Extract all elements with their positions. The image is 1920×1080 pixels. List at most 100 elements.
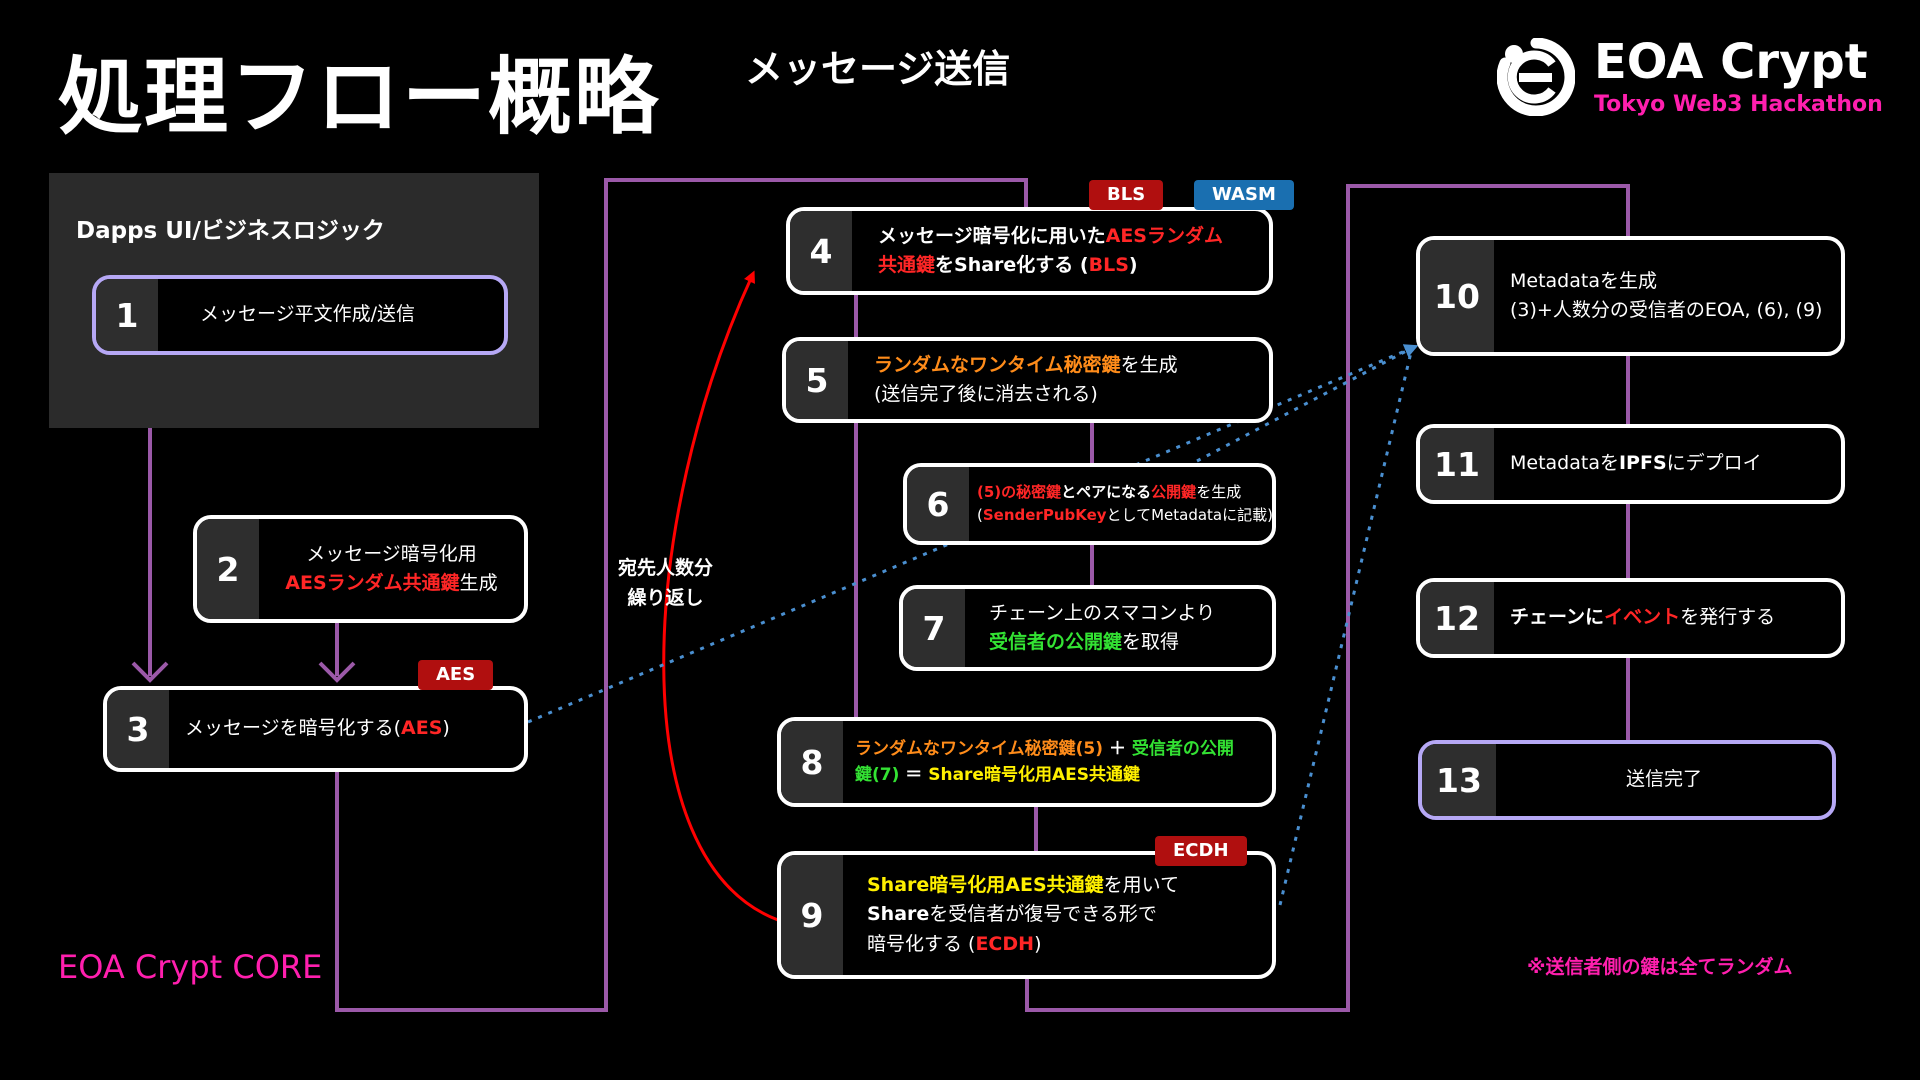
step-number: 12: [1420, 582, 1494, 654]
text-run: を生成: [1196, 482, 1242, 501]
text-run: AES: [401, 717, 443, 740]
text-run: をShare化する (: [935, 254, 1089, 276]
text-run: にデプロイ: [1666, 452, 1762, 475]
step-text: Metadataを生成 (3)+人数分の受信者のEOA, (6), (9): [1494, 240, 1841, 352]
text-run: を生成: [1120, 353, 1178, 376]
text-run: Metadataを生成: [1510, 269, 1657, 292]
step-text-line: Share暗号化用AES共通鍵を用いて: [867, 871, 1256, 900]
step-number: 3: [107, 690, 169, 768]
text-run: ランダムなワンタイム秘密鍵(5): [855, 738, 1104, 759]
text-run: メッセージを暗号化する(: [185, 717, 402, 740]
step-text-line: 鍵(7) ＝ Share暗号化用AES共通鍵: [855, 762, 1256, 788]
step-number: 7: [903, 589, 965, 667]
text-run: Metadataを: [1510, 452, 1619, 475]
loop-arrow: [662, 270, 779, 922]
step-number: 13: [1422, 744, 1496, 816]
text-run: を用いて: [1103, 873, 1180, 896]
step-1: 1 メッセージ平文作成/送信: [92, 275, 508, 355]
step-text-line: Metadataを生成: [1510, 267, 1825, 296]
bls-tag: BLS: [1089, 180, 1164, 210]
text-run: ＝: [899, 765, 929, 785]
step-text-line: Shareを受信者が復号できる形で: [867, 900, 1256, 929]
text-run: BLS: [1088, 254, 1129, 276]
text-run: (: [977, 506, 983, 524]
step-text-line: メッセージ暗号化用: [306, 540, 477, 569]
step-text: メッセージ平文作成/送信: [158, 279, 504, 351]
step-text: ランダムなワンタイム秘密鍵(5) ＋ 受信者の公開鍵(7) ＝ Share暗号化…: [843, 721, 1272, 803]
footnote: ※送信者側の鍵は全てランダム: [1527, 956, 1793, 978]
step-12: 12 チェーンにイベントを発行する: [1416, 578, 1845, 658]
step-10: 10 Metadataを生成 (3)+人数分の受信者のEOA, (6), (9): [1416, 236, 1845, 356]
step-number: 4: [790, 211, 852, 291]
step-text: 送信完了: [1496, 744, 1832, 816]
step-text-line: ランダムなワンタイム秘密鍵を生成: [874, 351, 1253, 380]
step-text-line: (SenderPubKeyとしてMetadataに記載): [977, 504, 1273, 527]
text-run: イベント: [1604, 606, 1681, 629]
step-number: 10: [1420, 240, 1494, 352]
arrowhead-2-to-3: [318, 661, 356, 683]
text-run: としてMetadataに記載): [1106, 506, 1273, 524]
text-run: 鍵(7): [855, 765, 900, 785]
step-text-line: メッセージ暗号化に用いたAESランダム: [878, 222, 1253, 251]
text-run: 受信者の公開鍵: [989, 631, 1123, 653]
step-5: 5 ランダムなワンタイム秘密鍵を生成(送信完了後に消去される): [782, 337, 1273, 423]
text-run: Share暗号化用AES共通鍵: [867, 873, 1104, 896]
text-run: ): [1034, 932, 1042, 955]
page-subtitle: メッセージ送信: [745, 47, 1011, 91]
text-run: メッセージ平文作成/送信: [200, 303, 416, 326]
loop-label-line1: 宛先人数分: [618, 557, 714, 579]
step-text-line: メッセージを暗号化する(AES): [185, 714, 508, 743]
step-text-line: MetadataをIPFSにデプロイ: [1510, 449, 1825, 478]
text-run: IPFS: [1618, 452, 1667, 475]
step-text-line: チェーン上のスマコンより: [989, 599, 1256, 628]
logo-subtitle: Tokyo Web3 Hackathon: [1594, 92, 1883, 117]
step-11: 11 MetadataをIPFSにデプロイ: [1416, 424, 1845, 504]
connector-3-to-4: [335, 178, 1028, 1012]
step-text-line: 受信者の公開鍵を取得: [989, 628, 1256, 657]
step-4: 4 メッセージ暗号化に用いたAESランダム共通鍵をShare化する (BLS): [786, 207, 1273, 295]
aes-tag: AES: [418, 660, 494, 690]
eoa-crypt-logo-icon: [1497, 38, 1575, 116]
step-number: 8: [781, 721, 843, 803]
step-text-line: (3)+人数分の受信者のEOA, (6), (9): [1510, 296, 1825, 325]
step-7: 7 チェーン上のスマコンより受信者の公開鍵を取得: [899, 585, 1276, 671]
step-text-line: 暗号化する (ECDH): [867, 930, 1256, 959]
text-run: メッセージ暗号化に用いた: [878, 224, 1106, 247]
step-8: 8 ランダムなワンタイム秘密鍵(5) ＋ 受信者の公開鍵(7) ＝ Share暗…: [777, 717, 1276, 807]
text-run: (送信完了後に消去される): [874, 383, 1098, 405]
text-run: ECDH: [975, 932, 1035, 955]
text-run: 生成: [459, 572, 498, 594]
step-text: MetadataをIPFSにデプロイ: [1494, 428, 1841, 500]
step-number: 11: [1420, 428, 1494, 500]
step-text: チェーン上のスマコンより受信者の公開鍵を取得: [965, 589, 1272, 667]
text-run: 共通鍵: [878, 254, 936, 276]
text-run: 送信完了: [1625, 768, 1702, 791]
dotted-link-9-to-10: [1278, 347, 1414, 906]
loop-label-line2: 繰り返し: [627, 587, 704, 610]
text-run: チェーンに: [1510, 606, 1605, 629]
step-text-line: (5)の秘密鍵とペアになる公開鍵を生成: [977, 481, 1272, 504]
step-text-line: 送信完了: [1626, 765, 1702, 794]
text-run: AESランダム: [1105, 224, 1223, 247]
text-run: SenderPubKey: [982, 506, 1107, 524]
logo-name: EOA Crypt: [1594, 34, 1868, 90]
text-run: ): [1128, 254, 1138, 276]
dapps-ui-panel-title: Dapps UI/ビジネスロジック: [76, 218, 385, 244]
step-text-line: AESランダム共通鍵生成: [285, 569, 497, 598]
page-title: 処理フロー概略: [58, 48, 661, 146]
step-6: 6 (5)の秘密鍵とペアになる公開鍵を生成(SenderPubKeyとしてMet…: [903, 463, 1276, 545]
step-text-line: 共通鍵をShare化する (BLS): [878, 251, 1253, 280]
step-text: (5)の秘密鍵とペアになる公開鍵を生成(SenderPubKeyとしてMetad…: [969, 467, 1273, 541]
step-number: 6: [907, 467, 969, 541]
text-run: ランダムなワンタイム秘密鍵: [874, 353, 1121, 376]
step-number: 2: [197, 519, 259, 619]
core-label: EOA Crypt CORE: [58, 948, 323, 986]
text-run: Share: [867, 903, 930, 926]
text-run: を受信者が復号できる形で: [929, 903, 1157, 926]
step-13: 13 送信完了: [1418, 740, 1836, 820]
step-text-line: ランダムなワンタイム秘密鍵(5) ＋ 受信者の公開: [855, 736, 1256, 762]
